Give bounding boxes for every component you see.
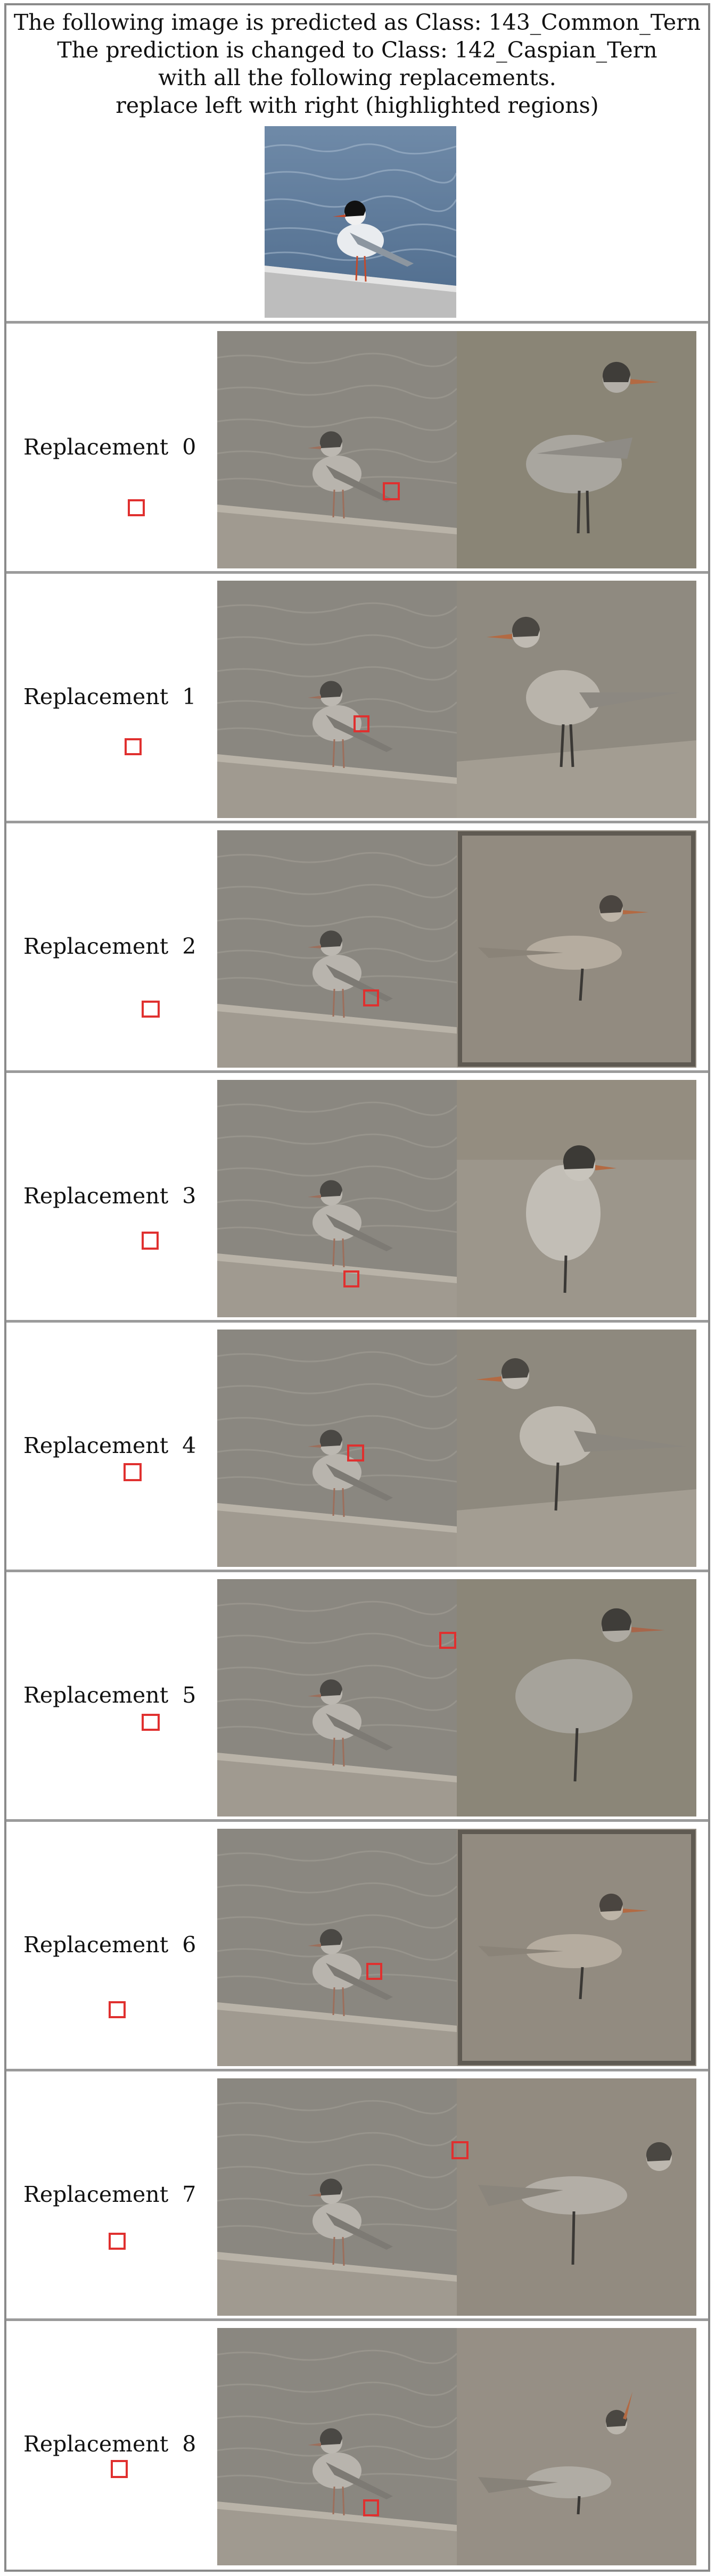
replacement-label: Replacement 0 [23,434,196,460]
replacement-image-pair [125,581,696,818]
source-highlight-box [142,1232,159,1250]
header-line-4: replace left with right (highlighted reg… [116,93,599,118]
replacement-image-pair [109,2078,696,2316]
source-highlight-box [111,2460,128,2478]
replacement-label: Replacement 3 [23,1183,196,1209]
source-image [217,581,457,818]
source-image [217,1579,457,1817]
source-highlight-box [128,499,145,516]
replacement-image [457,2328,696,2565]
replacement-highlight-box [451,2141,469,2159]
replacement-image [457,1330,696,1567]
header-line-1: The following image is predicted as Clas… [13,10,701,35]
source-image [217,830,457,1068]
replacement-highlight-box [383,482,400,500]
replacement-row: Replacement 2 [6,823,708,1073]
replacement-highlight-box [343,1270,359,1287]
replacement-highlight-box [354,715,369,732]
replacement-row: Replacement 1 [6,573,708,823]
source-highlight-box [142,1001,160,1018]
source-image [217,331,457,568]
replacement-image [457,1080,696,1317]
replacement-label: Replacement 2 [23,934,196,959]
replacement-image-pair [142,830,696,1068]
header-panel: The following image is predicted as Clas… [6,5,708,324]
replacement-row: Replacement 0 [6,324,708,574]
replacement-image-pair [142,1579,696,1817]
replacement-highlight-box [366,1963,382,1980]
replacement-highlight-box [363,989,379,1006]
replacement-row: Replacement 8 [6,2321,708,2571]
source-image [217,2078,457,2316]
source-highlight-box [109,2233,126,2250]
replacement-image-pair [111,2328,696,2565]
replacement-row: Replacement 3 [6,1072,708,1323]
source-highlight-box [142,1714,160,1731]
replacement-highlight-box [347,1444,364,1462]
replacement-image [457,2078,696,2316]
source-highlight-box [124,1463,142,1481]
source-highlight-box [109,2001,126,2018]
replacement-row: Replacement 6 [6,1821,708,2071]
figure-frame: The following image is predicted as Clas… [4,3,710,2572]
header-line-2: The prediction is changed to Class: 142_… [57,37,658,63]
replacement-label: Replacement 1 [23,684,196,709]
query-image [265,126,456,318]
replacement-label: Replacement 8 [23,2431,196,2457]
replacement-row: Replacement 7 [6,2071,708,2321]
replacement-highlight-box [439,1632,456,1649]
source-image [217,2328,457,2565]
replacement-label: Replacement 7 [23,2182,196,2207]
source-highlight-box [125,738,142,755]
replacement-image-pair [142,1080,696,1317]
replacement-image-pair [109,1829,696,2066]
replacement-image [457,1829,696,2066]
replacement-image-pair [124,1330,696,1567]
replacement-label: Replacement 6 [23,1932,196,1958]
source-image [217,1829,457,2066]
replacement-highlight-box [363,2499,379,2516]
source-image [217,1330,457,1567]
replacement-image-pair [128,331,696,568]
replacement-image [457,1579,696,1817]
replacement-label: Replacement 4 [23,1433,196,1458]
replacement-image [457,830,696,1068]
source-image [217,1080,457,1317]
replacement-row: Replacement 4 [6,1322,708,1572]
replacement-row: Replacement 5 [6,1572,708,1822]
replacement-label: Replacement 5 [23,1682,196,1708]
header-line-3: with all the following replacements. [158,65,556,90]
replacement-image [457,581,696,818]
replacement-image [457,331,696,568]
